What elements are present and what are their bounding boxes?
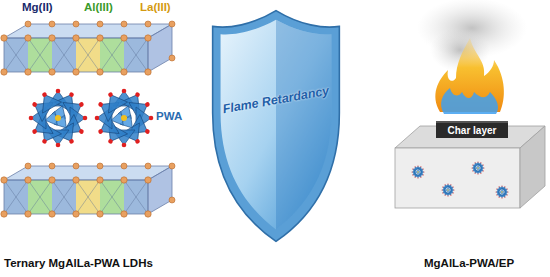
metal-label: Mg(II) [22,1,53,13]
flame-base [441,88,498,114]
shield-rim [213,11,340,242]
filler-icon [442,184,455,197]
char-layer-plate: Char layer [436,121,509,138]
filler-icon [472,162,485,175]
ldh-layer [1,163,175,217]
cluster-label: PWA [156,110,182,122]
shield-badge: Flame Retardancy [210,8,342,244]
metal-label: Al(III) [84,1,113,13]
ldh-layer [1,21,175,75]
pwa-cluster [29,89,88,148]
block-front [395,148,520,208]
panel-caption: MgAlLa-PWA/EP [424,257,514,269]
filler-icon [496,186,509,199]
metal-label: La(III) [140,1,171,13]
shield-shade [276,20,331,230]
block-side [520,126,545,208]
pwa-cluster [95,89,154,148]
shield-face [221,20,332,230]
filler-icon [412,166,425,179]
panel-caption: Ternary MgAlLa-PWA LDHs [4,257,153,269]
plate-label: Char layer [448,125,497,136]
shield-outline [210,8,342,244]
